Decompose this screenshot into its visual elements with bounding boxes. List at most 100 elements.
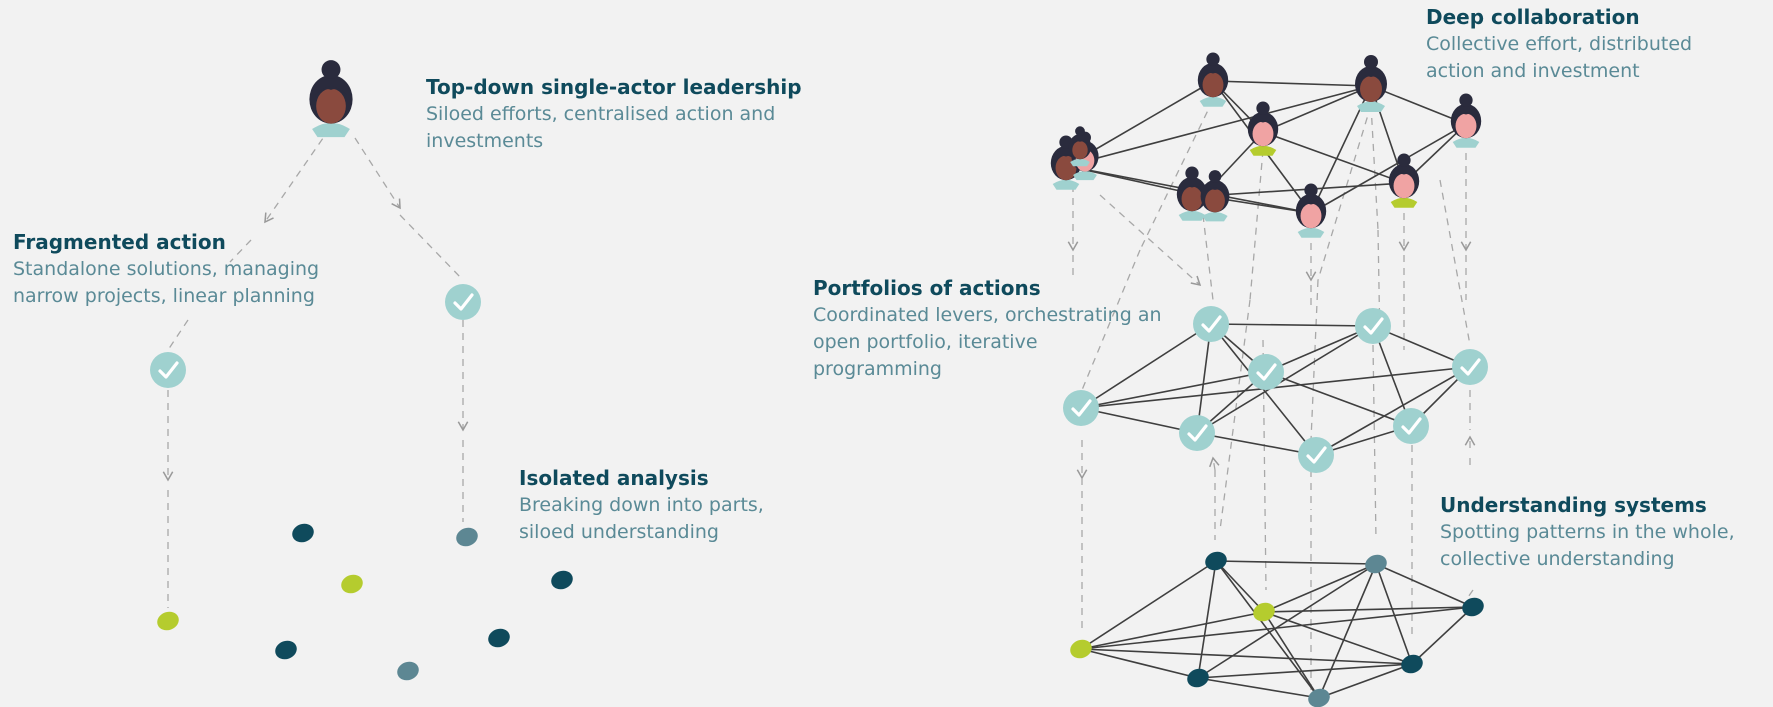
network-link-35 bbox=[1215, 560, 1377, 565]
dashed-arrow-15 bbox=[1317, 104, 1372, 281]
person-avatar-icon bbox=[309, 60, 353, 138]
data-blob-icon bbox=[1253, 602, 1275, 622]
fragmented-title: Fragmented action bbox=[13, 230, 226, 254]
network-link-52 bbox=[1197, 663, 1413, 679]
systems-subtitle: Spotting patterns in the whole, collecti… bbox=[1440, 521, 1735, 570]
network-link-48 bbox=[1411, 606, 1474, 665]
dashed-arrow-16 bbox=[1310, 279, 1319, 441]
data-blob-icon bbox=[1205, 551, 1227, 571]
dashed-arrow-1 bbox=[354, 137, 401, 210]
network-link-7 bbox=[1370, 85, 1467, 125]
fragmented-subtitle: Standalone solutions, managing narrow pr… bbox=[13, 258, 320, 307]
systems-title: Understanding systems bbox=[1440, 493, 1707, 517]
network-link-26 bbox=[1265, 371, 1412, 427]
portfolios-subtitle: Coordinated levers, orchestrating an ope… bbox=[813, 304, 1162, 380]
network-link-16 bbox=[1202, 182, 1405, 197]
person-avatar-icon bbox=[1355, 55, 1387, 112]
network-link-21 bbox=[1265, 325, 1374, 373]
network-link-40 bbox=[1375, 563, 1474, 608]
network-link-27 bbox=[1080, 371, 1267, 409]
dashed-arrow-40 bbox=[1465, 589, 1474, 601]
network-link-43 bbox=[1318, 563, 1377, 699]
data-blob-icon bbox=[1070, 639, 1092, 659]
network-link-50 bbox=[1080, 648, 1199, 679]
network-link-47 bbox=[1263, 611, 1320, 699]
data-blob-icon bbox=[1308, 688, 1330, 707]
checkmark-icon bbox=[1193, 306, 1229, 342]
label-systems: Understanding systems Spotting patterns … bbox=[1440, 492, 1770, 573]
checkmark-icon bbox=[1063, 390, 1099, 426]
person-avatar-icon bbox=[1388, 153, 1420, 208]
person-avatar-icon bbox=[1197, 52, 1229, 107]
person-avatar-icon bbox=[1200, 170, 1230, 222]
data-blob-icon bbox=[275, 640, 297, 660]
dashed-arrow-11 bbox=[1139, 99, 1214, 251]
network-link-36 bbox=[1215, 560, 1265, 613]
dashed-arrow-31 bbox=[1209, 456, 1220, 471]
data-blob-icon bbox=[1401, 654, 1423, 674]
deep-title: Deep collaboration bbox=[1426, 5, 1640, 29]
dashed-arrow-17 bbox=[1370, 104, 1379, 231]
label-top-down: Top-down single-actor leadership Siloed … bbox=[426, 74, 806, 155]
network-link-4 bbox=[1262, 85, 1372, 133]
dashed-connectors bbox=[162, 99, 1476, 690]
network-link-45 bbox=[1080, 611, 1265, 650]
dashed-arrow-13 bbox=[1249, 149, 1264, 301]
network-link-49 bbox=[1080, 606, 1474, 650]
network-link-37 bbox=[1080, 560, 1217, 650]
network-link-0 bbox=[1212, 80, 1372, 87]
network-link-38 bbox=[1197, 560, 1217, 679]
top-down-subtitle: Siloed efforts, centralised action and i… bbox=[426, 103, 776, 152]
portfolios-title: Portfolios of actions bbox=[813, 276, 1041, 300]
network-link-39 bbox=[1263, 563, 1377, 613]
data-blob-icon bbox=[397, 661, 419, 681]
network-link-46 bbox=[1263, 611, 1413, 665]
dashed-arrow-38 bbox=[1372, 344, 1377, 541]
network-link-55 bbox=[1215, 560, 1320, 699]
checkmark-icon bbox=[445, 284, 481, 320]
network-link-30 bbox=[1080, 407, 1198, 434]
dashed-arrow-27 bbox=[1439, 179, 1471, 346]
data-blob-icon bbox=[1187, 668, 1209, 688]
network-link-32 bbox=[1196, 432, 1317, 456]
network-link-54 bbox=[1197, 677, 1320, 699]
network-link-44 bbox=[1263, 606, 1474, 613]
network-link-29 bbox=[1315, 366, 1471, 456]
person-avatar-icon bbox=[1295, 183, 1327, 238]
person-avatar-icon bbox=[1247, 101, 1279, 156]
label-isolated: Isolated analysis Breaking down into par… bbox=[519, 465, 819, 546]
dashed-arrow-3 bbox=[229, 239, 252, 263]
network-link-31 bbox=[1080, 366, 1471, 409]
network-link-41 bbox=[1375, 563, 1413, 665]
isolated-title: Isolated analysis bbox=[519, 466, 709, 490]
data-blob-icon bbox=[1462, 597, 1484, 617]
data-blob-icon bbox=[456, 527, 478, 547]
data-blob-icon bbox=[292, 523, 314, 543]
isolated-subtitle: Breaking down into parts, siloed underst… bbox=[519, 494, 764, 543]
person-avatar-icon bbox=[1176, 166, 1208, 221]
data-blob-icon bbox=[1365, 554, 1387, 574]
network-link-15 bbox=[1310, 123, 1467, 214]
dashed-arrow-0 bbox=[264, 127, 331, 224]
network-link-17 bbox=[1210, 323, 1374, 327]
network-link-34 bbox=[1196, 323, 1212, 434]
top-down-title: Top-down single-actor leadership bbox=[426, 75, 802, 99]
deep-subtitle: Collective effort, distributed action an… bbox=[1426, 33, 1693, 82]
checkmark-icon bbox=[1393, 408, 1429, 444]
network-link-9 bbox=[1262, 131, 1405, 184]
checkmark-icon bbox=[1355, 308, 1391, 344]
network-link-19 bbox=[1080, 323, 1212, 409]
dashed-arrow-2 bbox=[399, 214, 464, 281]
label-fragmented: Fragmented action Standalone solutions, … bbox=[13, 229, 358, 310]
data-blob-icon bbox=[488, 628, 510, 648]
checkmark-icon bbox=[1179, 415, 1215, 451]
label-portfolios: Portfolios of actions Coordinated levers… bbox=[813, 275, 1163, 383]
person-avatar-icon bbox=[1450, 93, 1482, 148]
label-deep: Deep collaboration Collective effort, di… bbox=[1426, 4, 1726, 85]
network-link-51 bbox=[1080, 648, 1413, 665]
dashed-arrow-24 bbox=[1202, 214, 1214, 301]
person-avatar-icon bbox=[1068, 126, 1092, 167]
network-link-53 bbox=[1318, 663, 1413, 699]
network-link-42 bbox=[1197, 563, 1377, 679]
